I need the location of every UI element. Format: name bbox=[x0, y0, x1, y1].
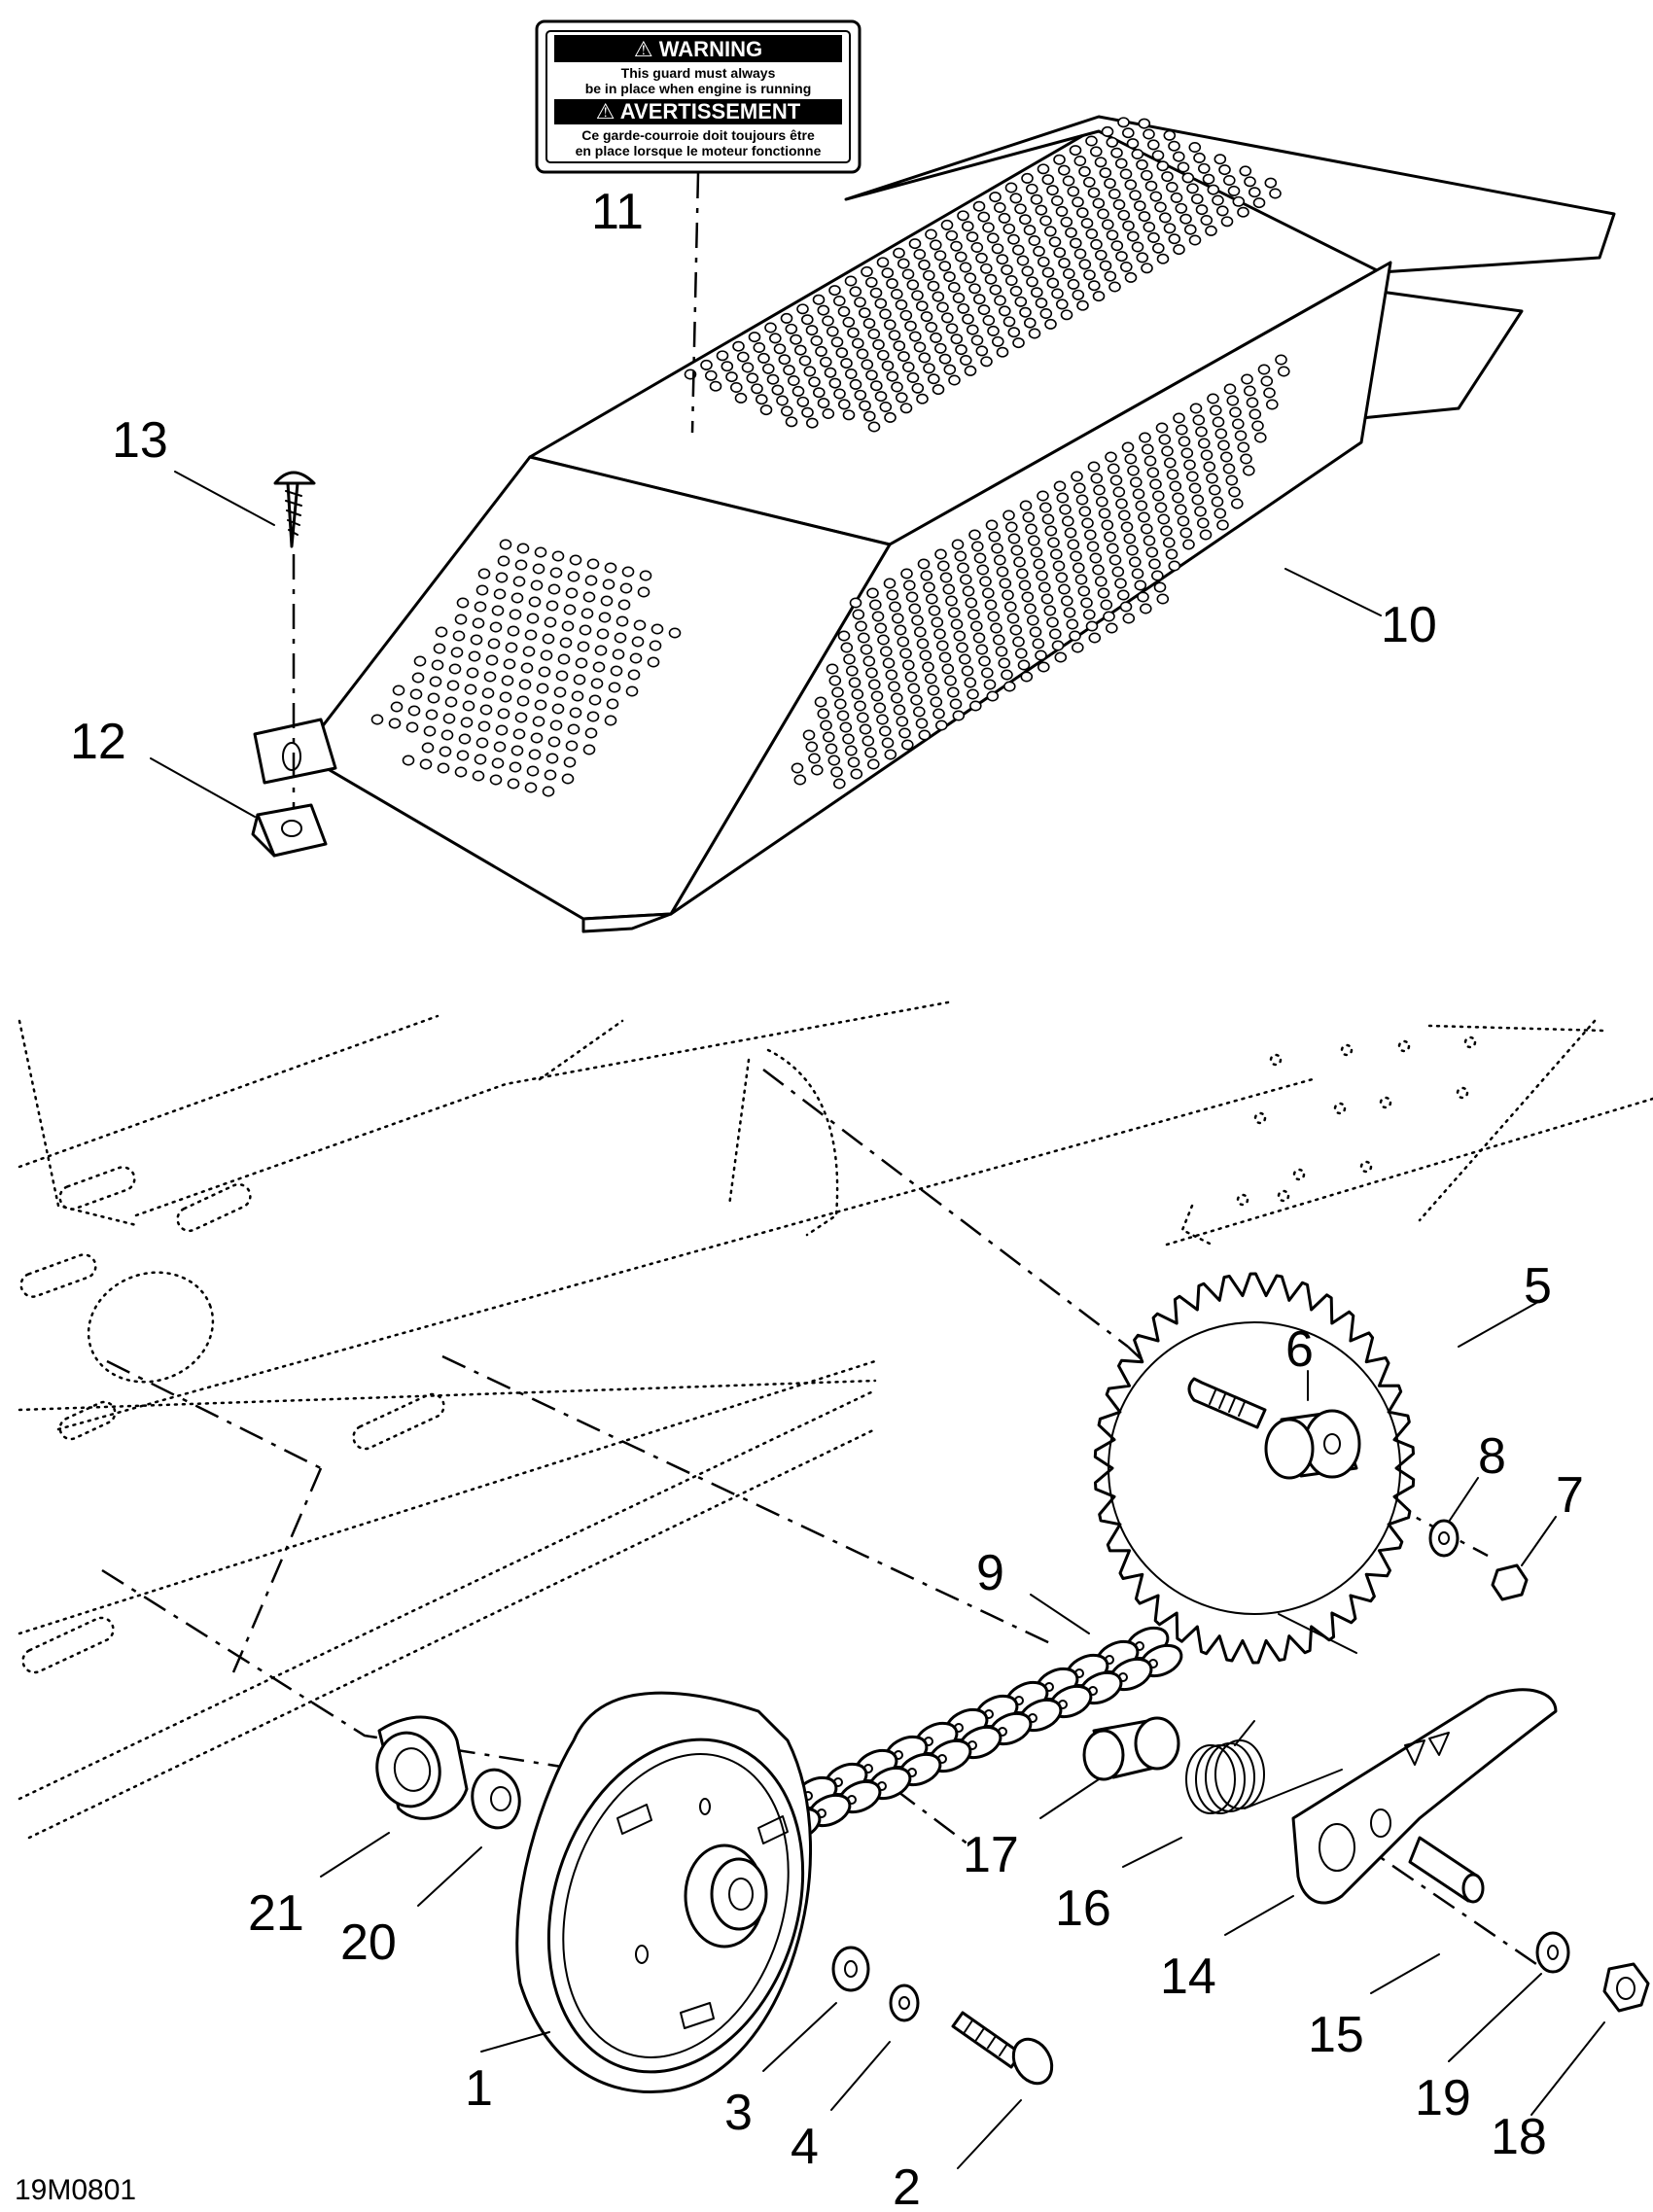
pin-15 bbox=[1408, 1836, 1485, 1904]
callout-21: 21 bbox=[248, 1885, 304, 1942]
decal-avertissement-title: ⚠ AVERTISSEMENT bbox=[596, 99, 801, 123]
nut-7 bbox=[1491, 1563, 1529, 1601]
bearing-20 bbox=[471, 1768, 521, 1830]
washer-3 bbox=[831, 1946, 870, 1992]
idler-wheel-1 bbox=[515, 1691, 813, 2093]
screw-13 bbox=[273, 471, 316, 548]
callout-10: 10 bbox=[1381, 597, 1437, 653]
callout-labels: 1 2 3 4 5 6 7 8 9 10 11 12 13 14 15 16 1… bbox=[70, 184, 1584, 2212]
callout-8: 8 bbox=[1478, 1428, 1506, 1485]
decal-warning-line1: This guard must always bbox=[621, 65, 776, 81]
decal-warning-title: ⚠ WARNING bbox=[634, 37, 762, 61]
callout-16: 16 bbox=[1055, 1880, 1111, 1937]
callout-17: 17 bbox=[963, 1827, 1019, 1883]
callout-12: 12 bbox=[70, 714, 126, 770]
callout-13: 13 bbox=[112, 412, 168, 469]
callout-7: 7 bbox=[1556, 1467, 1584, 1524]
washer-4 bbox=[889, 1984, 920, 2022]
bushing-17 bbox=[1082, 1716, 1180, 1781]
washer-19 bbox=[1535, 1931, 1570, 1974]
callout-15: 15 bbox=[1308, 2007, 1364, 2063]
figure-id: 19M0801 bbox=[15, 2174, 136, 2206]
callout-19: 19 bbox=[1415, 2070, 1471, 2126]
belt-guard bbox=[253, 115, 1616, 933]
frame-outline bbox=[18, 1000, 1653, 1840]
bolt-6 bbox=[1187, 1377, 1267, 1429]
callout-14: 14 bbox=[1160, 1949, 1216, 2005]
decal-warning-line2: be in place when engine is running bbox=[585, 81, 812, 96]
callout-18: 18 bbox=[1491, 2109, 1547, 2165]
sprocket-5 bbox=[1093, 1272, 1416, 1665]
leader-lines bbox=[150, 471, 1605, 2169]
callout-6: 6 bbox=[1285, 1321, 1314, 1378]
bearing-21 bbox=[375, 1715, 469, 1820]
guard-perforations bbox=[370, 117, 1290, 797]
callout-3: 3 bbox=[724, 2085, 753, 2141]
washer-8 bbox=[1428, 1519, 1460, 1558]
decal-avertissement-line1: Ce garde-courroie doit toujours être bbox=[581, 127, 815, 143]
clip-nut-12 bbox=[251, 803, 328, 858]
idler-arm-14 bbox=[1291, 1688, 1558, 1905]
nut-18 bbox=[1602, 1962, 1650, 2013]
callout-1: 1 bbox=[465, 2060, 493, 2117]
callout-4: 4 bbox=[791, 2119, 819, 2175]
bolt-2 bbox=[951, 2011, 1054, 2086]
decal-avertissement-line2: en place lorsque le moteur fonctionne bbox=[576, 143, 822, 158]
callout-2: 2 bbox=[893, 2159, 921, 2212]
spacer-hub bbox=[1264, 1409, 1361, 1480]
warning-decal: ⚠ WARNING This guard must always be in p… bbox=[535, 19, 862, 174]
callout-11: 11 bbox=[591, 184, 644, 240]
callout-5: 5 bbox=[1524, 1258, 1552, 1315]
spring-16 bbox=[1185, 1720, 1343, 1814]
callout-20: 20 bbox=[340, 1914, 397, 1971]
callout-9: 9 bbox=[976, 1545, 1004, 1601]
